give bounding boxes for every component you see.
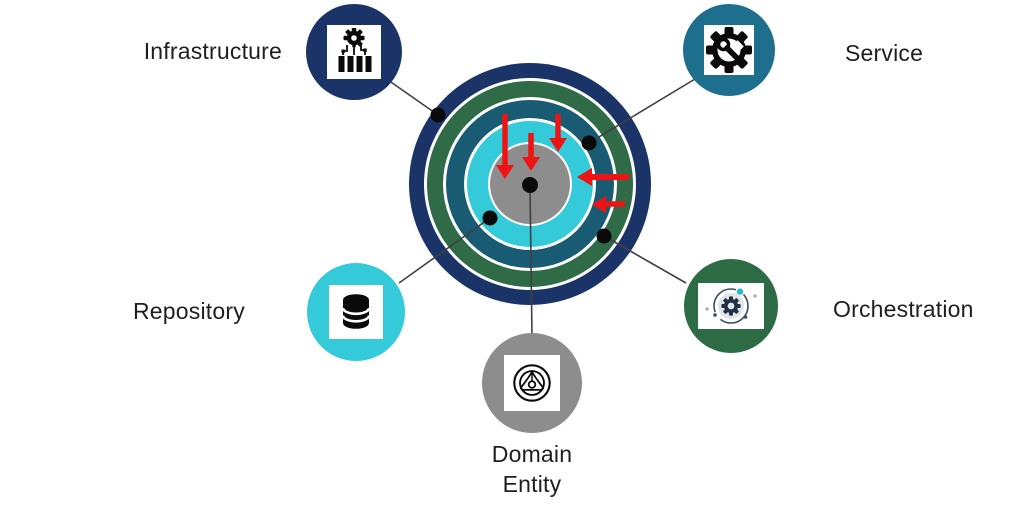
anchor-dot-repository xyxy=(482,210,498,226)
anchor-dot-service xyxy=(581,135,597,151)
connector-orchestration xyxy=(603,235,687,284)
repository-icon-badge xyxy=(329,285,383,339)
orchestration-node xyxy=(684,259,778,353)
connector-repository xyxy=(398,217,491,284)
service-icon-badge xyxy=(704,25,754,75)
onion-layers-icon xyxy=(513,364,551,402)
repository-node xyxy=(307,263,405,361)
cycle-highlight-dot xyxy=(736,288,744,295)
orchestration-icon-badge xyxy=(698,283,764,329)
cycle-gear-icon xyxy=(705,288,757,324)
service-label: Service xyxy=(845,40,924,66)
orchestration-label: Orchestration xyxy=(833,296,974,322)
infrastructure-node xyxy=(306,4,402,100)
domain-entity-node xyxy=(482,333,582,433)
inward-arrows xyxy=(496,114,629,213)
anchor-dot-infrastructure xyxy=(430,107,446,123)
infrastructure-label: Infrastructure xyxy=(143,38,282,64)
database-icon xyxy=(341,294,371,329)
connector-service xyxy=(588,78,696,144)
connector-domain-entity xyxy=(529,185,533,337)
anchor-dot-core xyxy=(522,177,538,193)
connector-lines xyxy=(387,78,696,337)
connector-dots xyxy=(430,107,612,244)
factory-circuit-icon xyxy=(338,28,372,72)
anchor-dot-orchestration xyxy=(596,228,612,244)
gear-wrench-icon xyxy=(706,27,752,73)
domain-entity-label: Domain Entity xyxy=(491,441,573,497)
connector-infrastructure xyxy=(387,79,439,116)
service-node xyxy=(683,4,775,96)
repository-label: Repository xyxy=(133,298,245,324)
infrastructure-icon-badge xyxy=(327,25,381,79)
domain-entity-icon-badge xyxy=(504,355,560,411)
